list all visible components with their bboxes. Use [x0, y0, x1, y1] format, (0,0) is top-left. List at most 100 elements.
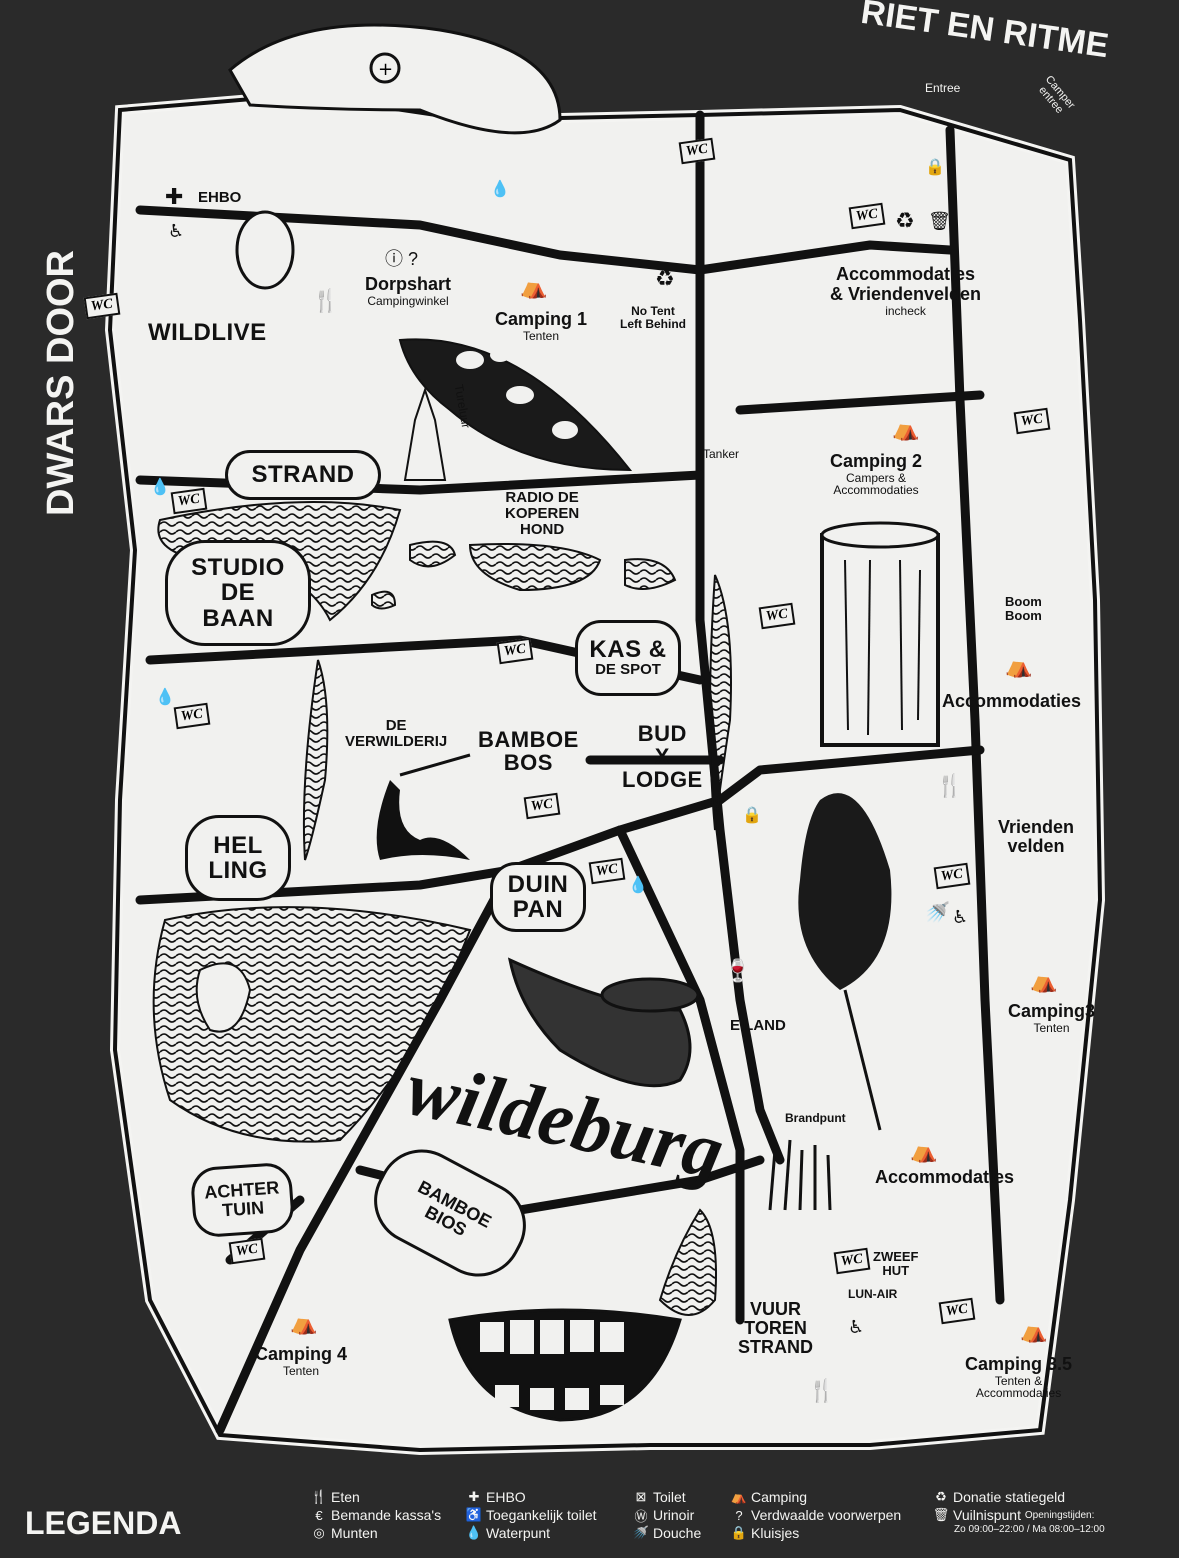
area-camping-3-5[interactable]: Camping 3.5 Tenten &Accommodaties: [965, 1354, 1073, 1401]
toilet-icon[interactable]: WC: [83, 292, 121, 320]
tree-trunk: [820, 533, 940, 747]
toilet-icon[interactable]: WC: [848, 202, 886, 230]
area-wildlive[interactable]: WILDLIVE: [148, 319, 267, 346]
first-aid-cross-icon: ✚: [468, 1489, 480, 1504]
tent-icon: ⛺: [892, 416, 920, 441]
area-studio-de-baan-bubble[interactable]: STUDIO DE BAAN: [165, 540, 311, 646]
recycle-icon: ♻: [895, 208, 915, 233]
tent-icon: ⛺: [730, 1489, 748, 1504]
legend-item: ⛺Camping: [730, 1489, 808, 1505]
legend-col-1: 🍴Eten €Bemande kassa's ◎Munten: [310, 1488, 441, 1542]
area-accommodaties-vriendenvelden[interactable]: Accommodaties & Vriendenvelden incheck: [830, 264, 982, 318]
legend-item: ⊠Toilet: [632, 1488, 701, 1506]
water-drop-icon: 💧: [490, 181, 510, 198]
wheelchair-icon: ♿: [465, 1507, 483, 1522]
toilet-icon[interactable]: WC: [173, 702, 211, 730]
tent-icon: ⛺: [1030, 968, 1058, 993]
studio-line-1: STUDIO: [191, 554, 285, 582]
question-mark-icon: ?: [735, 1507, 743, 1523]
water-drop-icon: 💧: [155, 689, 175, 706]
area-lun-air[interactable]: LUN-AIR: [848, 1287, 898, 1301]
recycle-icon: ♻: [655, 266, 675, 291]
svg-text:+: +: [378, 59, 393, 80]
area-ehbo[interactable]: EHBO: [198, 189, 242, 206]
shower-icon: 🚿: [925, 902, 950, 924]
cash-register-icon: €: [315, 1507, 323, 1523]
area-camping-2[interactable]: Camping 2 Campers &Accommodaties: [830, 451, 923, 498]
wine-glass-icon: 🍷: [724, 958, 752, 983]
toilet-icon[interactable]: WC: [523, 792, 561, 820]
reed-plume: [798, 793, 892, 990]
legend-item: 🔒Kluisjes: [730, 1525, 800, 1541]
legend-item: ♻Donatie statiegeld: [932, 1488, 1105, 1506]
title-top-left: DWARS DOOR: [40, 250, 82, 516]
legend-item: ♿Toegankelijk toilet: [465, 1507, 597, 1523]
legend-col-5: ♻Donatie statiegeld 🗑Vuilnispunt Opening…: [932, 1488, 1105, 1535]
toilet-wc-icon: ⊠: [635, 1489, 647, 1504]
trash-bin-icon: 🗑: [932, 1507, 950, 1522]
trash-bin-icon: 🗑: [928, 211, 951, 231]
legend-item: ✚EHBO: [465, 1488, 597, 1506]
entrance-label: Entree: [925, 81, 961, 95]
toilet-icon[interactable]: WC: [758, 602, 796, 630]
legend-item: ?Verdwaalde voorwerpen: [730, 1506, 901, 1524]
wheelchair-icon: ♿: [848, 1317, 865, 1337]
area-accommodaties-east[interactable]: Accommodaties: [942, 691, 1082, 711]
legend-item: 🚿Douche: [632, 1525, 702, 1541]
toilet-icon[interactable]: WC: [678, 137, 716, 165]
fork-knife-icon: 🍴: [312, 288, 340, 313]
water-drop-icon: 💧: [628, 877, 648, 894]
toilet-icon[interactable]: WC: [833, 1247, 871, 1275]
coin-icon: ◎: [313, 1525, 325, 1540]
toilet-icon[interactable]: WC: [228, 1237, 266, 1265]
toilet-icon[interactable]: WC: [1013, 407, 1051, 435]
toilet-icon[interactable]: WC: [170, 487, 208, 515]
lock-icon: 🔒: [742, 807, 762, 824]
fork-knife-icon: 🍴: [808, 1378, 836, 1403]
recycle-icon: ♻: [935, 1489, 947, 1504]
area-strand-bubble[interactable]: STRAND: [225, 450, 381, 500]
fork-knife-icon: 🍴: [310, 1489, 328, 1504]
toilet-icon[interactable]: WC: [496, 637, 534, 665]
heron-illustration: [376, 780, 470, 860]
area-tanker: Tanker: [703, 447, 740, 461]
toilet-icon[interactable]: WC: [933, 862, 971, 890]
studio-line-3: BAAN: [202, 604, 274, 632]
legend-col-2: ✚EHBO ♿Toegankelijk toilet 💧Waterpunt: [465, 1488, 597, 1542]
area-brandpunt: Brandpunt: [785, 1111, 846, 1125]
area-kas-de-spot-bubble[interactable]: KAS &DE SPOT: [575, 620, 681, 696]
wheelchair-icon: ♿: [952, 907, 969, 927]
toilet-icon[interactable]: WC: [938, 1297, 976, 1325]
area-strand: STRAND: [251, 461, 355, 489]
tent-icon: ⛺: [290, 1310, 318, 1335]
fork-knife-icon: 🍴: [936, 773, 964, 798]
onion-illustration: [235, 210, 295, 290]
area-accommodaties-south[interactable]: Accommodaties: [875, 1167, 1015, 1187]
area-eiland[interactable]: EILAND: [730, 1017, 786, 1034]
water-drop-icon: 💧: [465, 1525, 483, 1540]
tent-icon: ⛺: [520, 274, 548, 299]
toilet-icon[interactable]: WC: [588, 857, 626, 885]
legend: 🍴Eten €Bemande kassa's ◎Munten ✚EHBO ♿To…: [310, 1488, 1170, 1548]
wheelchair-icon: ♿: [168, 221, 185, 241]
